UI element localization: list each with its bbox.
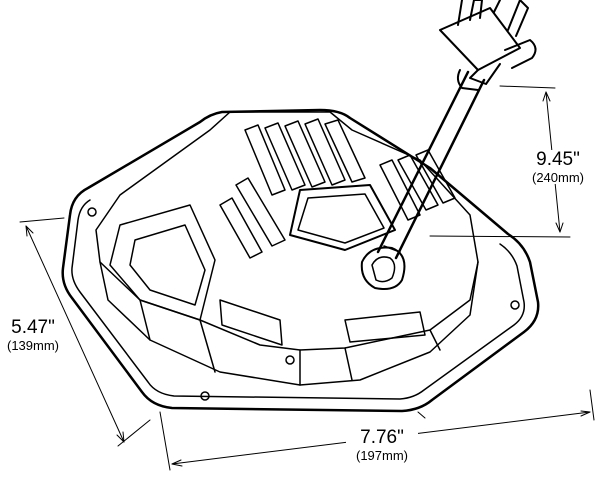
center-window [289,184,396,251]
h4-connector [439,0,537,91]
power-cable [376,70,486,260]
depth-mm: (240mm) [531,170,584,185]
height-inches: 5.47" [11,317,55,338]
base-inner-lip [71,199,526,400]
depth-dimension-label: 9.45" (240mm) [522,150,594,184]
left-panel [109,204,216,321]
housing-lower [99,261,479,386]
front-slot [344,311,426,343]
mount-hole [285,355,295,365]
width-inches: 7.76" [360,427,404,448]
height-mm: (139mm) [6,338,59,353]
width-mm: (197mm) [355,448,408,463]
cooling-fins [219,118,456,259]
depth-inches: 9.45" [536,149,580,170]
width-dimension-label: 7.76" (197mm) [346,428,418,462]
height-dimension-lines [19,217,151,447]
base-outline [61,108,540,413]
mount-hole [200,391,210,401]
mount-hole [87,207,97,217]
height-dimension-label: 5.47" (139mm) [0,318,66,352]
mount-hole [510,300,520,310]
